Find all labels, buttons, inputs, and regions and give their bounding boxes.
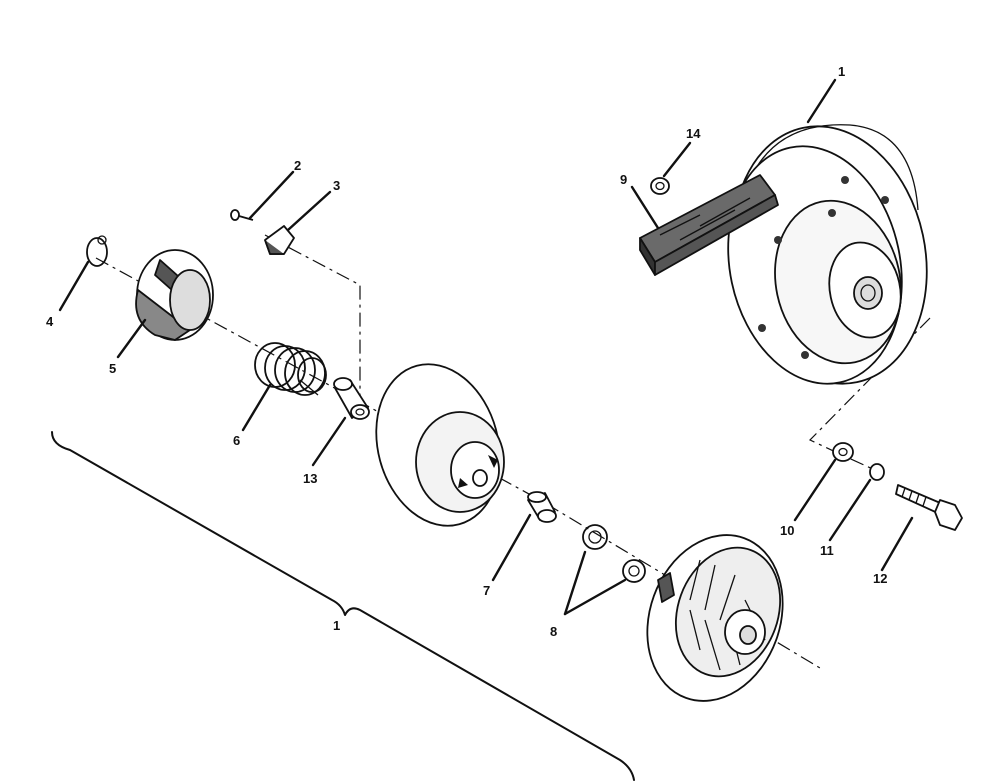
- movable-sheave: [375, 363, 505, 527]
- lockwasher-11: [869, 463, 885, 481]
- callout-3: 3: [333, 178, 340, 193]
- callout-10: 10: [780, 523, 794, 538]
- callout-8: 8: [550, 624, 557, 639]
- callout-7: 7: [483, 583, 490, 598]
- callout-2: 2: [294, 158, 301, 173]
- assembly-bracket: [51, 431, 635, 781]
- bushing-13: [333, 377, 370, 420]
- pin-2: [230, 209, 254, 221]
- callout-labels: 1 14 9 2 3 4 5 6 13 1 7 8 10 11 12: [46, 64, 887, 639]
- drive-belt: [639, 174, 779, 276]
- callout-1-top: 1: [838, 64, 845, 79]
- callout-14: 14: [686, 126, 701, 141]
- callout-11: 11: [820, 543, 834, 558]
- snap-ring-4: [86, 235, 108, 267]
- bolt-12: [895, 484, 963, 531]
- callout-12: 12: [873, 571, 887, 586]
- callout-9: 9: [620, 172, 627, 187]
- spring-6: [254, 342, 327, 396]
- callout-13: 13: [303, 471, 317, 486]
- driven-pulley: [727, 124, 928, 385]
- callout-1-bottom: 1: [333, 618, 340, 633]
- callout-6: 6: [233, 433, 240, 448]
- cam-5: [135, 249, 214, 341]
- bushing-7: [527, 491, 557, 523]
- callout-5: 5: [109, 361, 116, 376]
- washer-10: [832, 442, 854, 462]
- fixed-sheave: [646, 534, 784, 702]
- roller-3: [264, 225, 295, 255]
- washers-8: [582, 524, 646, 583]
- leader-lines: [58, 78, 914, 616]
- washer-14: [650, 177, 670, 195]
- callout-4: 4: [46, 314, 54, 329]
